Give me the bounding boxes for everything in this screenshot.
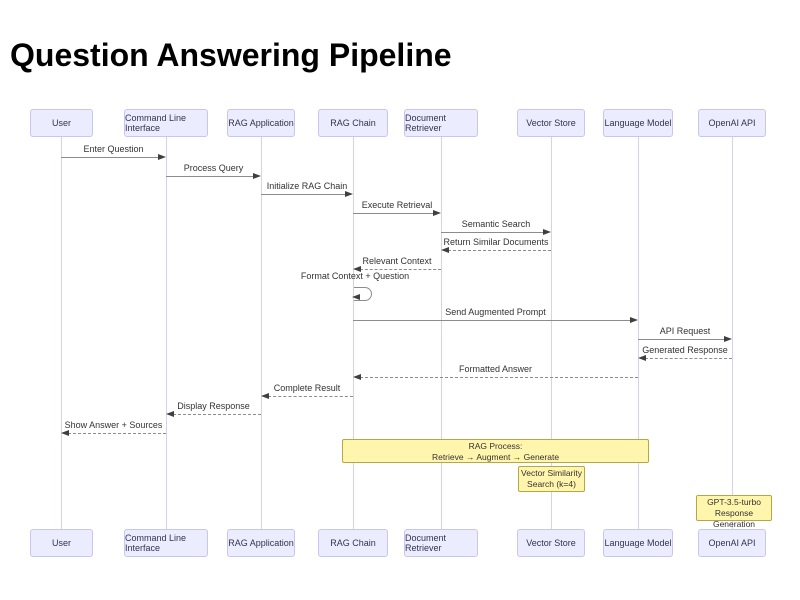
message-label: Format Context + Question — [300, 271, 410, 281]
arrowhead-icon — [433, 210, 441, 216]
arrowhead-icon — [61, 430, 69, 436]
actor-vector-top: Vector Store — [517, 109, 585, 137]
actor-user-top: User — [30, 109, 93, 137]
actor-rag-chain-top: RAG Chain — [318, 109, 388, 137]
message-arrow — [268, 396, 353, 397]
message-arrow — [645, 358, 732, 359]
message-arrow — [353, 320, 631, 321]
note-line: GPT-3.5-turbo — [707, 497, 761, 507]
arrowhead-icon — [353, 374, 361, 380]
actor-openai-top: OpenAI API — [698, 109, 766, 137]
message-arrow — [360, 377, 638, 378]
arrowhead-icon — [543, 229, 551, 235]
message-arrow — [166, 176, 254, 177]
lifeline-cli — [166, 137, 167, 529]
note-line: RAG Process: — [468, 441, 523, 451]
message-label: Semantic Search — [461, 219, 531, 229]
arrowhead-icon — [630, 317, 638, 323]
message-arrow — [448, 250, 551, 251]
actor-retriever-top: Document Retriever — [404, 109, 478, 137]
message-arrow — [353, 213, 434, 214]
message-arrow — [638, 339, 725, 340]
message-label: Execute Retrieval — [361, 200, 433, 210]
note-line: Response Generation — [712, 508, 756, 529]
lifeline-vector — [551, 137, 552, 529]
actor-rag-app-top: RAG Application — [227, 109, 295, 137]
actor-lm-bottom: Language Model — [603, 529, 673, 557]
message-label: Relevant Context — [362, 256, 432, 266]
arrowhead-icon — [441, 247, 449, 253]
lifeline-retriever — [441, 137, 442, 529]
arrowhead-icon — [158, 154, 166, 160]
message-label: Generated Response — [642, 345, 728, 355]
message-label: API Request — [659, 326, 711, 336]
actor-rag-chain-bottom: RAG Chain — [318, 529, 388, 557]
message-arrow — [173, 414, 261, 415]
message-label: Formatted Answer — [458, 364, 533, 374]
self-loop-arrow — [354, 287, 372, 301]
arrowhead-icon — [352, 294, 360, 300]
message-label: Show Answer + Sources — [64, 420, 163, 430]
lifeline-rag-chain — [353, 137, 354, 529]
message-label: Return Similar Documents — [443, 237, 549, 247]
arrowhead-icon — [638, 355, 646, 361]
note-line: Search (k=4) — [527, 479, 576, 489]
actor-vector-bottom: Vector Store — [517, 529, 585, 557]
note-rag-process: RAG Process: Retrieve → Augment → Genera… — [342, 439, 649, 463]
message-arrow — [68, 433, 166, 434]
arrowhead-icon — [353, 266, 361, 272]
message-label: Enter Question — [83, 144, 144, 154]
arrowhead-icon — [166, 411, 174, 417]
arrowhead-icon — [261, 393, 269, 399]
lifeline-openai — [732, 137, 733, 529]
arrowhead-icon — [345, 191, 353, 197]
actor-cli-bottom: Command Line Interface — [124, 529, 208, 557]
note-gpt-response: GPT-3.5-turbo Response Generation — [696, 495, 772, 529]
actor-openai-bottom: OpenAI API — [698, 529, 766, 557]
note-vector-similarity: Vector Similarity Search (k=4) — [518, 466, 585, 492]
lifeline-lm — [638, 137, 639, 529]
lifeline-user — [61, 137, 62, 529]
message-label: Process Query — [183, 163, 244, 173]
message-label: Complete Result — [273, 383, 341, 393]
message-arrow — [360, 269, 441, 270]
actor-retriever-bottom: Document Retriever — [404, 529, 478, 557]
actor-rag-app-bottom: RAG Application — [227, 529, 295, 557]
page-title: Question Answering Pipeline — [10, 37, 452, 73]
message-label: Display Response — [177, 401, 250, 411]
note-line: Vector Similarity — [521, 468, 582, 478]
actor-user-bottom: User — [30, 529, 93, 557]
message-arrow — [441, 232, 544, 233]
lifeline-rag-app — [261, 137, 262, 529]
message-label: Initialize RAG Chain — [266, 181, 348, 191]
actor-cli-top: Command Line Interface — [124, 109, 208, 137]
arrowhead-icon — [724, 336, 732, 342]
message-arrow — [261, 194, 346, 195]
note-line: Retrieve → Augment → Generate — [431, 452, 560, 462]
arrowhead-icon — [253, 173, 261, 179]
message-label: Send Augmented Prompt — [445, 307, 546, 317]
message-arrow — [61, 157, 159, 158]
actor-lm-top: Language Model — [603, 109, 673, 137]
